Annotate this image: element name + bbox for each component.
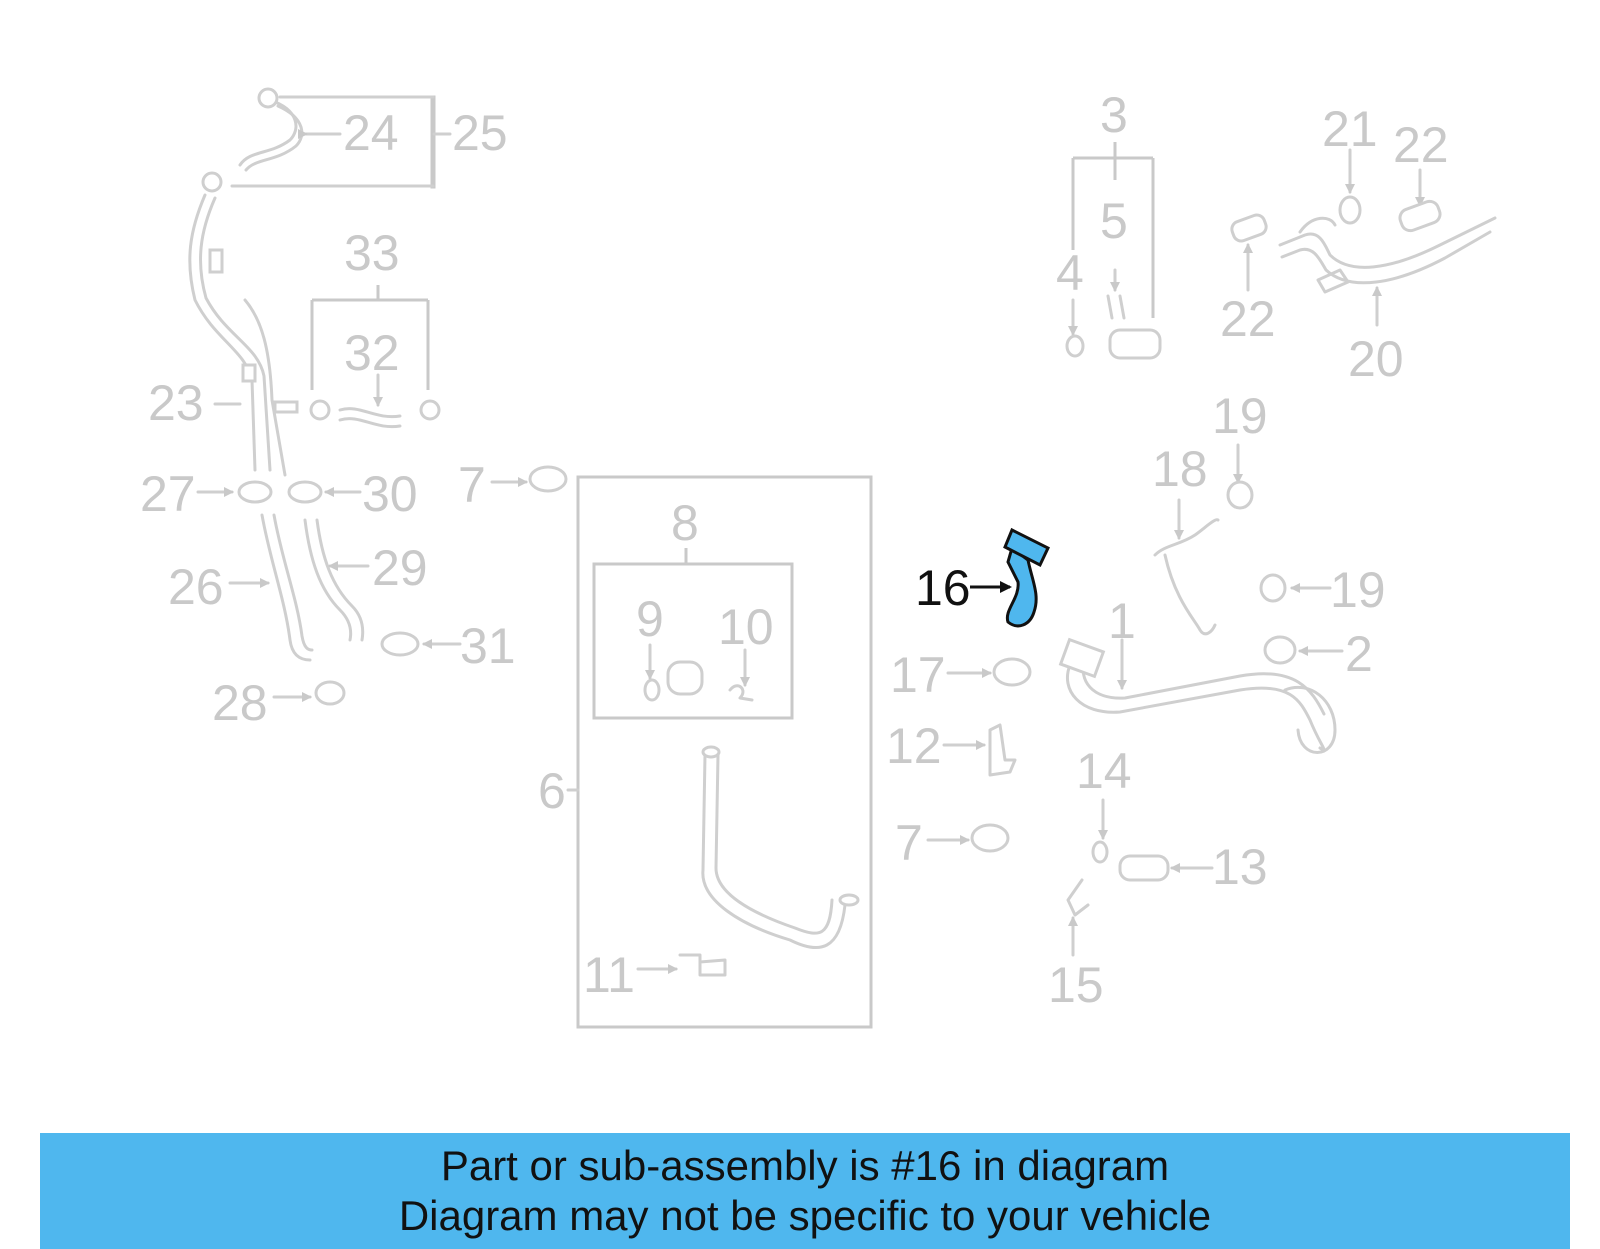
callout-25: 25 <box>452 105 508 161</box>
callout-12: 12 <box>886 718 942 774</box>
part-10-clip <box>728 684 754 702</box>
callout-11: 11 <box>583 947 635 1003</box>
callout-7-top: 7 <box>458 457 486 513</box>
callout-5: 5 <box>1100 193 1128 249</box>
callout-1: 1 <box>1108 593 1136 649</box>
part-7-clamp-lower <box>970 823 1010 853</box>
part-12-fitting <box>988 723 1017 777</box>
callout-28: 28 <box>212 675 268 731</box>
callout-31: 31 <box>460 618 516 674</box>
callout-18: 18 <box>1152 441 1208 497</box>
box-3 <box>1071 142 1155 318</box>
part-15-clip <box>1066 878 1090 917</box>
callout-20: 20 <box>1348 331 1404 387</box>
box-6 <box>576 475 873 1029</box>
callout-9: 9 <box>636 591 664 647</box>
callout-6: 6 <box>538 763 566 819</box>
parts-diagram: 24 25 33 32 23 27 30 26 29 31 28 7 8 9 1… <box>140 87 1497 1029</box>
part-9-fitting <box>666 660 704 696</box>
callout-19-top: 19 <box>1212 388 1268 444</box>
part-3-fitting <box>1108 328 1162 360</box>
part-20-pipe <box>1278 216 1497 294</box>
callout-27: 27 <box>140 466 196 522</box>
part-16-hose-highlighted <box>1003 527 1050 628</box>
callout-32: 32 <box>344 325 400 381</box>
part-29-hose <box>303 518 365 642</box>
part-6-hose <box>701 745 860 950</box>
part-23-pipe <box>188 193 299 477</box>
callout-21: 21 <box>1322 101 1378 157</box>
bracket-25 <box>430 95 436 189</box>
part-7-clamp-top <box>528 465 568 493</box>
part-17-clamp <box>992 657 1032 687</box>
callout-24: 24 <box>343 105 399 161</box>
callout-4: 4 <box>1056 245 1084 301</box>
part-9-oring <box>643 678 661 702</box>
callout-30: 30 <box>362 466 418 522</box>
banner-line-1: Part or sub-assembly is #16 in diagram <box>440 1142 1170 1189</box>
callout-33: 33 <box>344 225 400 281</box>
part-31-clamp <box>380 631 420 657</box>
part-24-hose-assembly <box>201 87 304 193</box>
part-26-hose <box>260 513 314 662</box>
part-27-clamp <box>237 480 273 504</box>
part-32-hose <box>309 399 441 429</box>
callout-17: 17 <box>890 647 946 703</box>
callout-19-lower: 19 <box>1330 562 1386 618</box>
part-30-clamp <box>287 480 323 504</box>
callout-29: 29 <box>372 540 428 596</box>
part-4-oring <box>1065 334 1085 358</box>
callout-10: 10 <box>718 599 774 655</box>
callout-16: 16 <box>915 560 971 616</box>
callout-26: 26 <box>168 559 224 615</box>
part-19-clamp-top <box>1226 480 1254 510</box>
part-22-bolt-right <box>1398 199 1442 233</box>
part-21-oring <box>1338 195 1362 225</box>
part-18-pipe <box>1153 518 1220 636</box>
callout-22-right: 22 <box>1393 117 1449 173</box>
part-22-bolt-left <box>1230 213 1268 243</box>
callout-8: 8 <box>671 495 699 551</box>
callout-22-left: 22 <box>1220 291 1276 347</box>
callout-2: 2 <box>1345 626 1373 682</box>
callout-23: 23 <box>148 375 204 431</box>
part-1-pipe <box>1058 637 1337 754</box>
part-11-valve <box>678 953 727 977</box>
part-13-fitting <box>1118 854 1170 882</box>
part-28-clamp <box>314 680 346 706</box>
box-33 <box>310 285 430 390</box>
part-14-oring <box>1091 840 1109 864</box>
info-banner: Part or sub-assembly is #16 in diagram D… <box>40 1133 1570 1249</box>
part-19-clamp-lower <box>1259 573 1287 603</box>
box-8 <box>592 562 794 720</box>
part-5-clip <box>1106 294 1126 320</box>
callout-3: 3 <box>1100 87 1128 143</box>
part-2-clamp <box>1263 635 1297 665</box>
banner-line-2: Diagram may not be specific to your vehi… <box>398 1192 1212 1239</box>
callout-14: 14 <box>1076 743 1132 799</box>
callout-15: 15 <box>1048 957 1104 1013</box>
callout-7-lower: 7 <box>895 815 923 871</box>
callout-13: 13 <box>1212 839 1268 895</box>
